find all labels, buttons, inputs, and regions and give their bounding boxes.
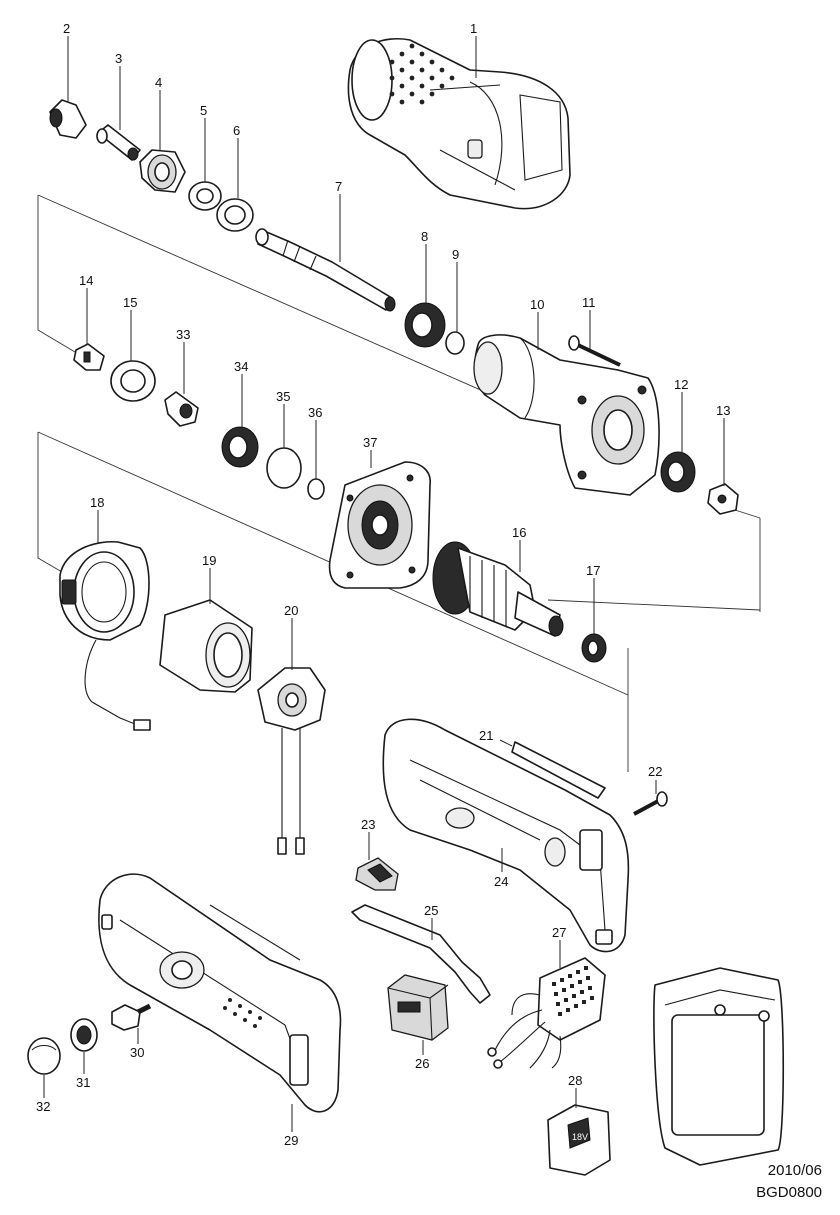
part-15-washer	[110, 360, 156, 402]
part-33-shaft-coupling	[164, 391, 199, 427]
part-28-terminal: 18V	[547, 1104, 611, 1176]
label-part-19: 19	[202, 553, 216, 568]
label-part-25: 25	[424, 903, 438, 918]
part-13-nut	[707, 483, 739, 515]
terminal-badge-text: 18V	[572, 1132, 588, 1142]
footer-date: 2010/06	[767, 1162, 822, 1179]
part-6-washer	[216, 198, 254, 232]
label-part-30: 30	[130, 1045, 144, 1060]
label-part-6: 6	[233, 123, 240, 138]
label-part-3: 3	[115, 51, 122, 66]
label-part-29: 29	[284, 1133, 298, 1148]
label-part-12: 12	[674, 377, 688, 392]
label-part-28: 28	[568, 1073, 582, 1088]
label-part-21: 21	[479, 728, 493, 743]
label-part-24: 24	[494, 874, 508, 889]
part-25-switch-rod	[351, 904, 491, 1004]
part-3-collet-cone	[96, 124, 141, 161]
label-part-11: 11	[582, 295, 596, 310]
label-part-7: 7	[335, 179, 342, 194]
leader-lines	[43, 36, 725, 1132]
label-part-37: 37	[363, 435, 377, 450]
part-24-housing-right	[382, 718, 630, 953]
part-19-field	[159, 599, 253, 693]
label-part-23: 23	[361, 817, 375, 832]
label-part-32: 32	[36, 1099, 50, 1114]
part-1-grip-cover	[347, 38, 571, 210]
label-part-22: 22	[648, 764, 662, 779]
part-26-switch	[387, 974, 449, 1041]
label-part-5: 5	[200, 103, 207, 118]
part-35-insulation-washer	[266, 447, 302, 489]
part-17-ball-bearing	[581, 633, 607, 663]
part-21-name-plate	[511, 741, 606, 799]
part-4-lock-nut	[139, 149, 186, 193]
part-number-labels: 1 2 3 4 5 6 7 8 9 10 11 12 13 14 15 16 1…	[36, 21, 730, 1148]
part-16-armature	[432, 541, 564, 637]
label-part-13: 13	[716, 403, 730, 418]
part-36-retaining-ring	[307, 478, 325, 500]
part-14-clip	[73, 343, 105, 371]
part-12-ball-bearing	[660, 451, 696, 493]
part-9-retaining-ring	[445, 331, 465, 355]
label-part-26: 26	[415, 1056, 429, 1071]
part-10-gear-housing	[473, 334, 660, 496]
part-30-screw	[111, 1003, 152, 1031]
label-part-1: 1	[470, 21, 477, 36]
part-27-controller	[487, 957, 606, 1069]
label-part-34: 34	[234, 359, 248, 374]
part-18-sensor-ring	[59, 540, 151, 731]
part-20-brush-holder	[257, 667, 326, 855]
part-8-ball-bearing	[404, 302, 446, 348]
part-5-washer	[188, 181, 222, 211]
label-part-14: 14	[79, 273, 93, 288]
label-part-4: 4	[155, 75, 162, 90]
part-34-ball-bearing	[221, 426, 259, 468]
part-37-bearing-box	[328, 461, 431, 589]
label-part-33: 33	[176, 327, 190, 342]
label-part-35: 35	[276, 389, 290, 404]
label-part-27: 27	[552, 925, 566, 940]
label-part-9: 9	[452, 247, 459, 262]
label-part-31: 31	[76, 1075, 90, 1090]
part-32-cap	[27, 1037, 61, 1075]
part-2-collet-nut	[49, 99, 87, 139]
label-part-8: 8	[421, 229, 428, 244]
label-part-16: 16	[512, 525, 526, 540]
footer-model-code: BGD0800	[756, 1184, 822, 1201]
part-7-spindle	[255, 228, 396, 312]
label-part-17: 17	[586, 563, 600, 578]
part-23-switch-lever	[355, 857, 399, 891]
label-part-15: 15	[123, 295, 137, 310]
label-part-2: 2	[63, 21, 70, 36]
part-29-housing-left	[98, 873, 342, 1113]
battery-pack	[653, 967, 785, 1166]
label-part-10: 10	[530, 297, 544, 312]
part-11-screw	[568, 335, 621, 367]
part-22-screw	[633, 791, 668, 816]
label-part-20: 20	[284, 603, 298, 618]
label-part-36: 36	[308, 405, 322, 420]
label-part-18: 18	[90, 495, 104, 510]
part-31-cap	[70, 1018, 98, 1052]
